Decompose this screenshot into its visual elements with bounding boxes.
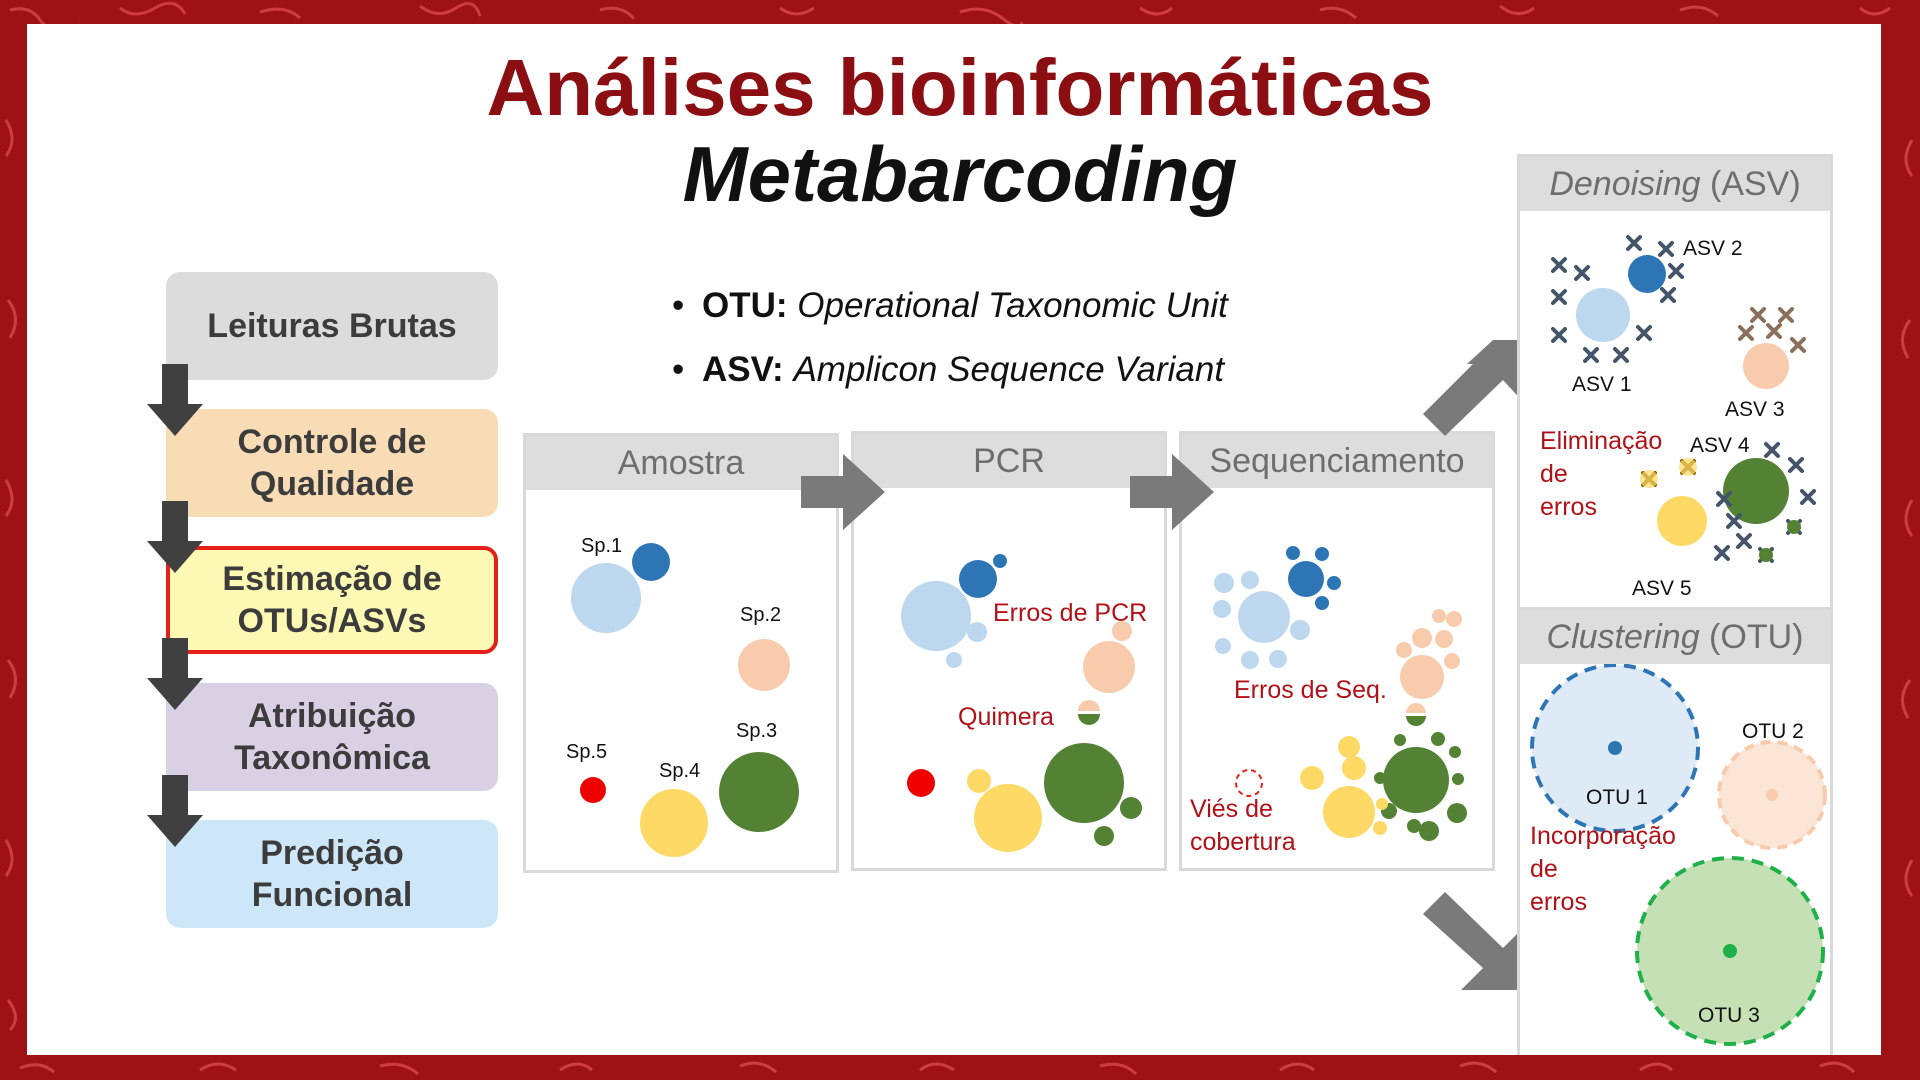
step-taxonomic-assignment: Atribuição Taxonômica	[166, 683, 498, 791]
label-otu3: OTU 3	[1698, 1004, 1760, 1027]
label-otu2: OTU 2	[1742, 720, 1804, 743]
term: ASV:	[702, 350, 784, 389]
sample-diagram: Sp.1 Sp.2 Sp.3 Sp.4 Sp.5	[566, 535, 799, 857]
panel-title-em: Clustering	[1546, 618, 1700, 656]
slide: Análises bioinformáticas Metabarcoding L…	[27, 24, 1881, 1055]
down-arrow-icon	[147, 638, 203, 710]
panel-title: Denoising (ASV)	[1520, 157, 1830, 211]
panel-sequencing: Sequenciamento Erros de Seq.	[1179, 431, 1495, 871]
species-3-bubble	[719, 752, 799, 832]
right-arrow-icon	[1130, 454, 1214, 530]
subtitle: Metabarcoding	[682, 130, 1238, 218]
label-coverage-bias-1: Viés de	[1190, 795, 1273, 823]
label-sp5: Sp.5	[566, 741, 607, 763]
coverage-bias-icon	[1235, 769, 1263, 797]
label-sp1: Sp.1	[581, 535, 622, 557]
sequencing-diagram: Erros de Seq. Viés de cobertura	[1190, 546, 1467, 856]
species-5-bubble	[580, 777, 606, 803]
label-chimera: Quimera	[958, 703, 1054, 731]
panel-title: Sequenciamento	[1182, 434, 1492, 488]
panel-title: PCR	[854, 434, 1164, 488]
up-right-arrow-icon	[1423, 340, 1525, 436]
definition: Operational Taxonomic Unit	[797, 286, 1228, 325]
label-seq-errors: Erros de Seq.	[1234, 676, 1387, 704]
label-sp3: Sp.3	[736, 720, 777, 742]
down-arrow-icon	[147, 364, 203, 436]
note-line-1: Incorporação	[1530, 822, 1676, 850]
label-sp4: Sp.4	[659, 760, 700, 782]
definition-asv: • ASV: Amplicon Sequence Variant	[672, 338, 1228, 402]
label-sp2: Sp.2	[740, 604, 781, 626]
step-label: Leituras Brutas	[207, 307, 457, 345]
step-functional-prediction: Predição Funcional	[166, 820, 498, 928]
note-line-2: de	[1530, 855, 1558, 883]
panel-title-rest: (OTU)	[1699, 618, 1804, 656]
pcr-diagram: Erros de PCR Quimera	[901, 554, 1147, 852]
definition-otu: • OTU: Operational Taxonomic Unit	[672, 274, 1228, 338]
panel-denoising: Denoising (ASV) ASV 2 ASV 1 ASV 3 El	[1517, 154, 1833, 616]
step-label: Predição Funcional	[251, 834, 413, 914]
species-1-bubble	[632, 543, 670, 581]
note-line-3: erros	[1540, 493, 1597, 521]
bullet-icon: •	[672, 350, 685, 389]
panel-title: Amostra	[526, 436, 836, 490]
species-2-bubble	[738, 639, 790, 691]
label-asv1: ASV 1	[1572, 373, 1632, 396]
step-label: Estimação de OTUs/ASVs	[222, 560, 442, 640]
panel-title-em: Denoising	[1549, 165, 1701, 203]
panel-clustering: Clustering (OTU) OTU 1 OTU 2 Incorporaçã…	[1517, 607, 1833, 1055]
species-1-bubble	[571, 563, 641, 633]
panel-sample: Amostra Sp.1 Sp.2 Sp.3 Sp.4 Sp.5	[523, 433, 839, 873]
label-asv2: ASV 2	[1683, 237, 1743, 260]
step-label: Atribuição Taxonômica	[234, 697, 430, 777]
note-line-2: de	[1540, 460, 1568, 488]
bullet-icon: •	[672, 286, 685, 325]
title: Análises bioinformáticas	[486, 43, 1434, 132]
label-asv4: ASV 4	[1690, 434, 1750, 457]
note-line-3: erros	[1530, 888, 1587, 916]
label-otu1: OTU 1	[1586, 786, 1648, 809]
step-otu-asv-estimation: Estimação de OTUs/ASVs	[166, 546, 498, 654]
step-quality-control: Controle de Qualidade	[166, 409, 498, 517]
note-line-1: Eliminação	[1540, 427, 1662, 455]
label-asv3: ASV 3	[1725, 398, 1785, 421]
right-arrow-icon	[801, 454, 885, 530]
chimera-icon	[1406, 703, 1426, 713]
definitions-list: • OTU: Operational Taxonomic Unit • ASV:…	[672, 274, 1228, 402]
down-right-arrow-icon	[1423, 892, 1525, 990]
panel-title-rest: (ASV)	[1700, 165, 1801, 203]
label-asv5: ASV 5	[1632, 577, 1692, 600]
step-label: Controle de Qualidade	[237, 423, 427, 503]
clustering-diagram: OTU 1 OTU 2 Incorporação de erros OTU 3	[1530, 664, 1827, 1046]
term: OTU:	[702, 286, 788, 325]
step-raw-reads: Leituras Brutas	[166, 272, 498, 380]
panel-pcr: PCR Erros de PCR Quimera	[851, 431, 1167, 871]
denoising-diagram: ASV 2 ASV 1 ASV 3 Eliminação de erros AS…	[1540, 235, 1816, 600]
down-arrow-icon	[147, 775, 203, 847]
chimera-icon	[1078, 700, 1100, 711]
definition: Amplicon Sequence Variant	[793, 350, 1225, 389]
species-4-bubble	[640, 789, 708, 857]
panel-title: Clustering (OTU)	[1520, 610, 1830, 664]
down-arrow-icon	[147, 501, 203, 573]
label-coverage-bias-2: cobertura	[1190, 828, 1296, 856]
